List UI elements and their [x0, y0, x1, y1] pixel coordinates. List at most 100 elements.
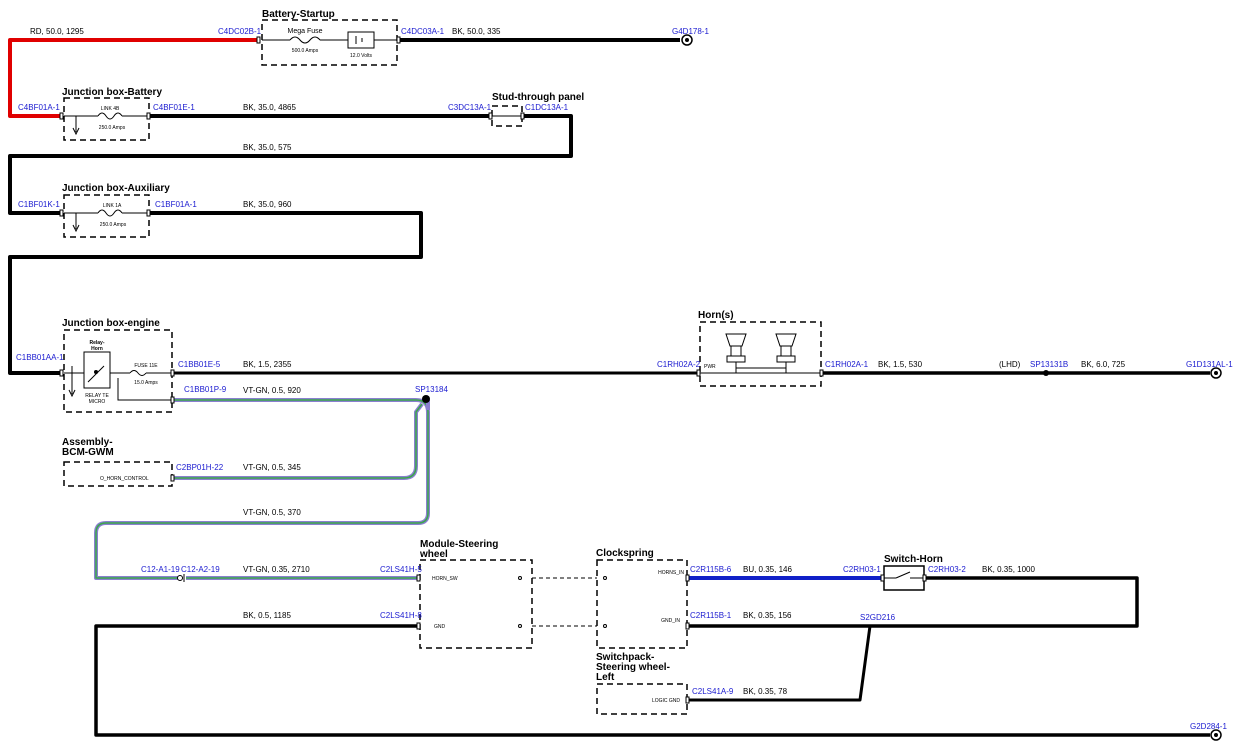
stud-through-panel-title: Stud-through panel [492, 92, 584, 103]
wire-bk-575[interactable] [8, 114, 573, 215]
link-4b-icon [64, 112, 148, 136]
link-1a-icon [64, 209, 148, 233]
wire-label-bk-1185: BK, 0.5, 1185 [243, 611, 291, 620]
connector-c12-a1[interactable]: C12-A1-19 [141, 565, 180, 574]
ground-icon-g4d178 [681, 34, 693, 46]
horn-icon [700, 333, 821, 374]
ground-icon-g1d131al [1210, 367, 1222, 379]
relay-horn-icon [64, 351, 172, 401]
ground-icon-g2d284 [1210, 729, 1222, 741]
clockspring-pin-horns: HORNS_IN [658, 570, 684, 576]
wire-label-vt-gn-345: VT-GN, 0.5, 345 [243, 463, 301, 472]
wire-bk-1000-156[interactable] [687, 576, 1139, 628]
bcm-gwm-box [63, 461, 173, 487]
connector-c4bf01a[interactable]: C4BF01A-1 [18, 103, 60, 112]
connector-c2r115b-1[interactable]: C2R115B-1 [690, 611, 732, 620]
wire-bk-78[interactable] [687, 625, 872, 702]
wire-label-bk-1000: BK, 0.35, 1000 [982, 565, 1035, 574]
connector-c1bb01p[interactable]: C1BB01P-9 [184, 385, 227, 394]
link-4b-rating: 250.0 Amps [99, 125, 126, 131]
connector-c1dc13a[interactable]: C1DC13A-1 [525, 103, 569, 112]
wire-bk-1185[interactable] [94, 624, 1210, 737]
connector-c3dc13a[interactable]: C3DC13A-1 [448, 103, 492, 112]
junction-box-auxiliary-title: Junction box-Auxiliary [62, 183, 170, 194]
splice-sp13184 [422, 395, 430, 403]
wire-bk-960[interactable] [8, 211, 423, 375]
connector-c2ls41h-8[interactable]: C2LS41H-8 [380, 611, 422, 620]
relay-note-1: RELAY TE [85, 393, 109, 399]
connector-c2rh03-1[interactable]: C2RH03-1 [843, 565, 881, 574]
connector-c2ls41h-5[interactable]: C2LS41H-5 [380, 565, 422, 574]
connector-c12-a2[interactable]: C12-A2-19 [181, 565, 220, 574]
connector-c1bf01k[interactable]: C1BF01K-1 [18, 200, 60, 209]
connector-c2r115b-6[interactable]: C2R115B-6 [690, 565, 732, 574]
switchpack-title-line1: Switchpack- [596, 652, 654, 663]
connector-c4dc03a[interactable]: C4DC03A-1 [401, 27, 445, 36]
module-steering-wheel-box [419, 559, 533, 649]
connector-c2rh03-2[interactable]: C2RH03-2 [928, 565, 966, 574]
horns-title: Horn(s) [698, 310, 734, 321]
connector-c2ls41a[interactable]: C2LS41A-9 [692, 687, 734, 696]
connector-g2d284[interactable]: G2D284-1 [1190, 722, 1227, 731]
relay-horn-label: Relay-Horn [89, 340, 104, 352]
wire-label-bk-78: BK, 0.35, 78 [743, 687, 788, 696]
wire-label-bk-6-725: BK, 6.0, 725 [1081, 360, 1126, 369]
wire-label-bk-35-960: BK, 35.0, 960 [243, 200, 292, 209]
wire-label-vt-gn-2710: VT-GN, 0.35, 2710 [243, 565, 310, 574]
connector-g4d178[interactable]: G4D178-1 [672, 27, 709, 36]
switchpack-title-line3: Left [596, 672, 615, 683]
wire-label-bk-1.5-530: BK, 1.5, 530 [878, 360, 923, 369]
mega-fuse-rating: 500.0 Amps [292, 48, 319, 54]
connector-c1bf01a[interactable]: C1BF01A-1 [155, 200, 197, 209]
connector-c1bb01e[interactable]: C1BB01E-5 [178, 360, 221, 369]
mega-fuse-icon [262, 36, 348, 44]
wire-label-bk-35-4865: BK, 35.0, 4865 [243, 103, 296, 112]
link-4b-label: LINK 4B [101, 106, 120, 112]
switch-icon [884, 571, 924, 579]
inline-connector-c12 [177, 574, 185, 582]
module-sw-pin-gnd: GND [434, 624, 446, 630]
wire-label-bk-1.5-2355: BK, 1.5, 2355 [243, 360, 292, 369]
module-sw-title-line1: Module-Steering [420, 539, 498, 550]
splice-label-sp13131b[interactable]: SP13131B [1030, 360, 1068, 369]
splice-sp13131b [1043, 370, 1049, 376]
connector-c1rh02a-1[interactable]: C1RH02A-1 [825, 360, 869, 369]
wire-label-vt-gn-920: VT-GN, 0.5, 920 [243, 386, 301, 395]
wire-label-bk-156: BK, 0.35, 156 [743, 611, 792, 620]
switchpack-box [596, 683, 688, 715]
wire-red-battery[interactable] [8, 38, 258, 118]
clockspring-pin-gnd: GND_IN [661, 618, 680, 624]
connector-c1rh02a-2[interactable]: C1RH02A-2 [657, 360, 701, 369]
connector-c2bp01h[interactable]: C2BP01H-22 [176, 463, 224, 472]
junction-box-engine-title: Junction box-engine [62, 318, 160, 329]
wire-label-bu-146: BU, 0.35, 146 [743, 565, 792, 574]
link-1a-rating: 250.0 Amps [100, 222, 127, 228]
connector-pins [59, 36, 927, 704]
connector-c4dc02b[interactable]: C4DC02B-1 [218, 27, 262, 36]
clockspring-box [596, 559, 688, 649]
splice-label-s2gd216[interactable]: S2GD216 [860, 613, 896, 622]
wire-vt-gn-group[interactable] [94, 398, 430, 580]
battery-startup-title: Battery-Startup [262, 9, 335, 20]
horns-box [699, 321, 822, 387]
connector-g1d131al[interactable]: G1D131AL-1 [1186, 360, 1233, 369]
battery-startup-box [261, 19, 398, 66]
relay-note-2: MICRO [89, 399, 106, 405]
switchpack-pin-logic: LOGIC GND [652, 698, 680, 704]
junction-box-battery [63, 97, 150, 141]
module-sw-title-line2: wheel [419, 549, 448, 560]
connector-c4bf01e[interactable]: C4BF01E-1 [153, 103, 195, 112]
horns-pin-pwr: PWR [704, 364, 716, 370]
wire-label-vt-gn-370: VT-GN, 0.5, 370 [243, 508, 301, 517]
wire-label-bk-50: BK, 50.0, 335 [452, 27, 501, 36]
connector-c1bb01aa[interactable]: C1BB01AA-1 [16, 353, 64, 362]
wire-label-rd-50: RD, 50.0, 1295 [30, 27, 84, 36]
bcm-pin-label: O_HORN_CONTROL [100, 476, 149, 482]
bcm-title-line2: BCM-GWM [62, 447, 114, 458]
module-sw-pin-horn: HORN_SW [432, 576, 458, 582]
splice-label-sp13184[interactable]: SP13184 [415, 385, 448, 394]
fuse-11e-rating: 15.0 Amps [134, 380, 158, 386]
fuse-11e-label: FUSE 11E [134, 363, 158, 369]
clockspring-title: Clockspring [596, 548, 654, 559]
